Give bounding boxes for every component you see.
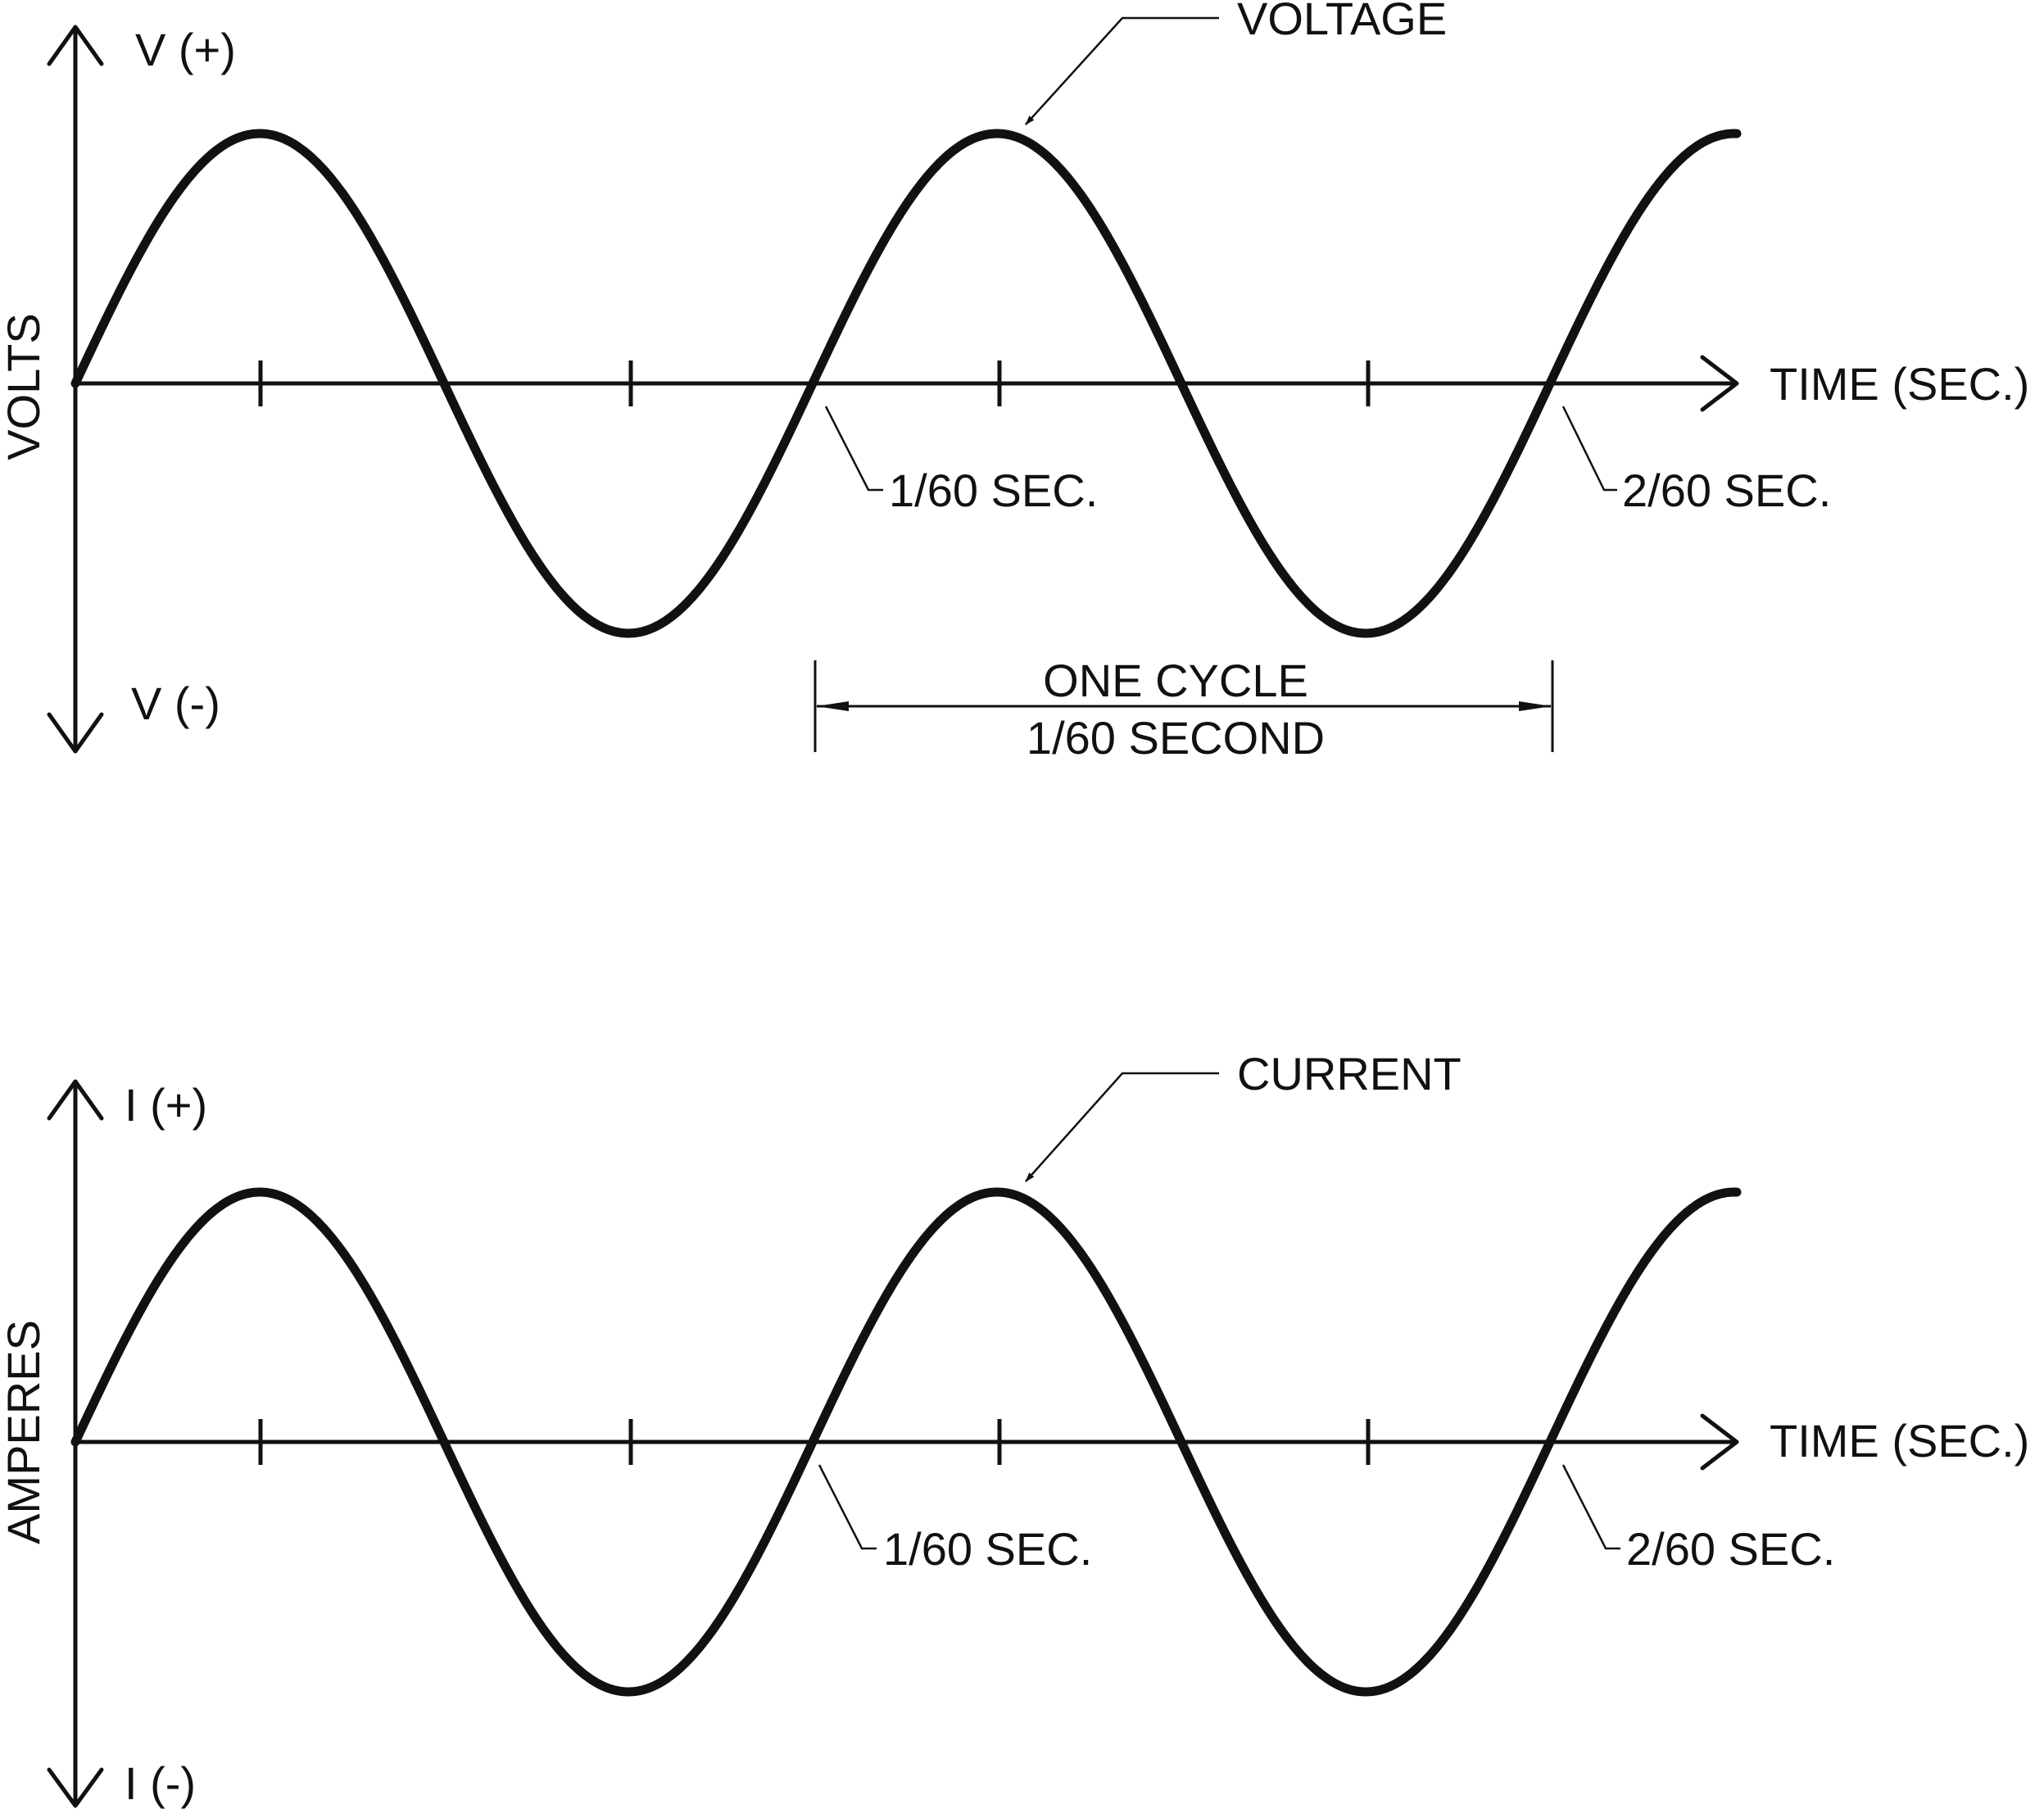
current-plot: I (+) I (-) AMPERES TIME (SEC.) CURRENT … — [0, 1048, 2029, 1809]
voltage-y-negative-label: V (-) — [131, 678, 220, 729]
voltage-x-axis-arrow — [1700, 355, 1739, 412]
current-marker-2-leader — [1561, 1464, 1620, 1550]
voltage-x-axis-label: TIME (SEC.) — [1770, 358, 2029, 410]
current-y-axis-up-arrow — [47, 1079, 104, 1121]
current-marker-1-label: 1/60 SEC. — [883, 1523, 1092, 1575]
voltage-curve-label: VOLTAGE — [1237, 0, 1447, 44]
voltage-leader-line — [1025, 16, 1219, 125]
current-marker-2-label: 2/60 SEC. — [1626, 1523, 1835, 1575]
cycle-label-line2: 1/60 SECOND — [1027, 712, 1325, 764]
voltage-marker-2-leader — [1561, 406, 1617, 492]
current-y-axis-label: AMPERES — [0, 1320, 49, 1544]
current-y-positive-label: I (+) — [125, 1079, 207, 1131]
voltage-y-axis-label: VOLTS — [0, 313, 49, 460]
current-waveform — [70, 1187, 1742, 1697]
voltage-marker-2-label: 2/60 SEC. — [1622, 465, 1831, 516]
voltage-marker-1-leader — [824, 406, 883, 492]
current-marker-1-leader — [818, 1464, 877, 1550]
current-x-axis-arrow — [1700, 1413, 1739, 1471]
voltage-y-axis-down-arrow — [47, 712, 104, 754]
current-leader-line — [1025, 1072, 1219, 1182]
current-y-negative-label: I (-) — [125, 1757, 196, 1809]
current-y-axis-down-arrow — [47, 1767, 104, 1808]
voltage-plot: V (+) V (-) VOLTS TIME (SEC.) VOLTAGE 1/… — [0, 0, 2029, 764]
voltage-marker-1-label: 1/60 SEC. — [889, 465, 1098, 516]
current-curve-label: CURRENT — [1237, 1048, 1462, 1099]
cycle-label-line1: ONE CYCLE — [1043, 655, 1308, 706]
current-x-axis-label: TIME (SEC.) — [1770, 1415, 2029, 1467]
voltage-waveform — [70, 129, 1742, 638]
voltage-y-positive-label: V (+) — [135, 24, 236, 75]
voltage-y-axis-up-arrow — [47, 25, 104, 66]
